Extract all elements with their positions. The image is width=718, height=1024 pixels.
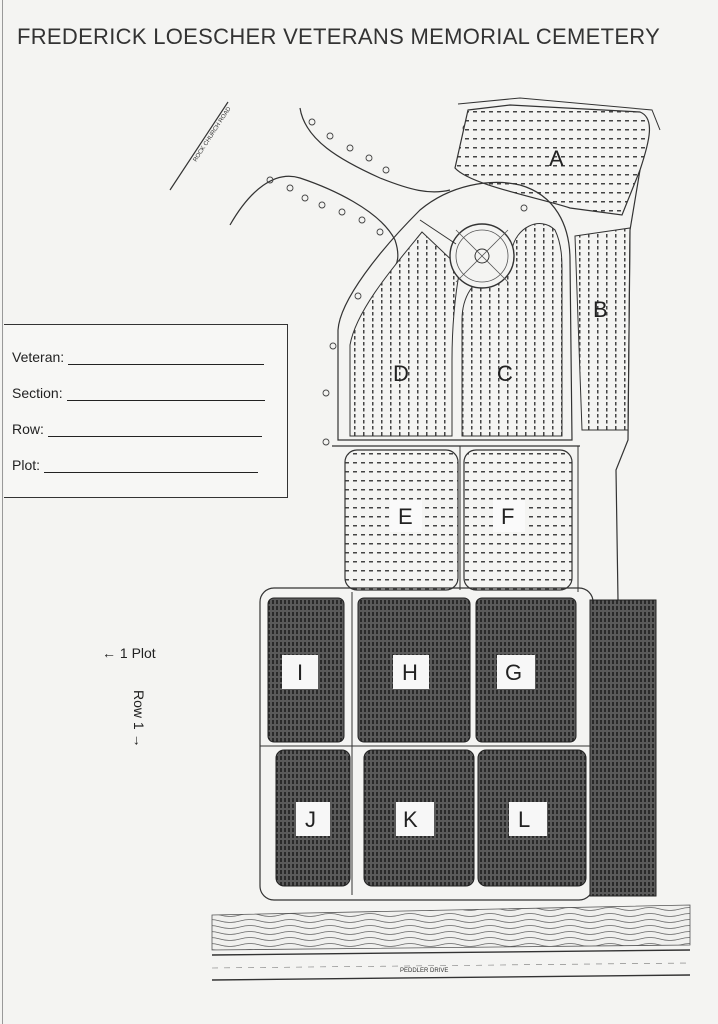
- section-field-line[interactable]: [66, 386, 265, 401]
- page-edge-line: [2, 0, 3, 1024]
- entrance-road-north: [299, 107, 451, 193]
- section-j-label: J: [305, 807, 316, 832]
- entrance-road-south: [229, 175, 399, 271]
- section-b-area: [574, 227, 631, 431]
- peddler-drive-north-edge: [211, 949, 691, 956]
- peddler-drive-south-edge: [211, 974, 691, 981]
- veteran-field-line[interactable]: [68, 350, 265, 365]
- section-label: Section:: [12, 385, 63, 401]
- section-d-label: D: [393, 361, 409, 386]
- plot-field-line[interactable]: [44, 458, 259, 473]
- plot-direction-note: ← 1 Plot: [102, 645, 156, 661]
- rock-church-road: [169, 101, 229, 191]
- section-k-label: K: [403, 807, 418, 832]
- rock-church-road-label: ROCK CHURCH ROAD: [193, 106, 233, 164]
- row-direction-note: Row 1 →: [131, 690, 147, 748]
- veteran-label: Veteran:: [12, 349, 65, 365]
- section-row: Section:: [12, 385, 265, 401]
- section-d-area: [349, 231, 461, 437]
- unlabeled-section-east: [589, 599, 657, 897]
- plot-row: Plot:: [12, 457, 259, 473]
- row-field-line[interactable]: [47, 422, 262, 437]
- section-i-label: I: [297, 660, 303, 685]
- section-b-label: B: [593, 297, 608, 322]
- section-f-label: F: [501, 504, 514, 529]
- page-title: FREDERICK LOESCHER VETERANS MEMORIAL CEM…: [17, 24, 661, 49]
- section-e-label: E: [398, 504, 413, 529]
- plot-info-form: Veteran: Section: Row: Plot:: [4, 324, 288, 498]
- section-a-label: A: [549, 146, 564, 171]
- peddler-drive-label: PEDDLER DRIVE: [400, 968, 448, 974]
- section-labels: A B C D E F I H G J K L: [282, 146, 608, 836]
- section-a-area: [454, 104, 651, 216]
- upper-loop-road: [337, 181, 573, 441]
- section-c-label: C: [497, 361, 513, 386]
- row-row: Row:: [12, 421, 262, 437]
- veteran-row: Veteran:: [12, 349, 265, 365]
- section-l-label: L: [518, 807, 530, 832]
- row-label: Row:: [12, 421, 44, 437]
- section-h-label: H: [402, 660, 418, 685]
- section-g-label: G: [505, 660, 522, 685]
- berm-strip: [211, 904, 691, 951]
- plot-label: Plot:: [12, 457, 41, 473]
